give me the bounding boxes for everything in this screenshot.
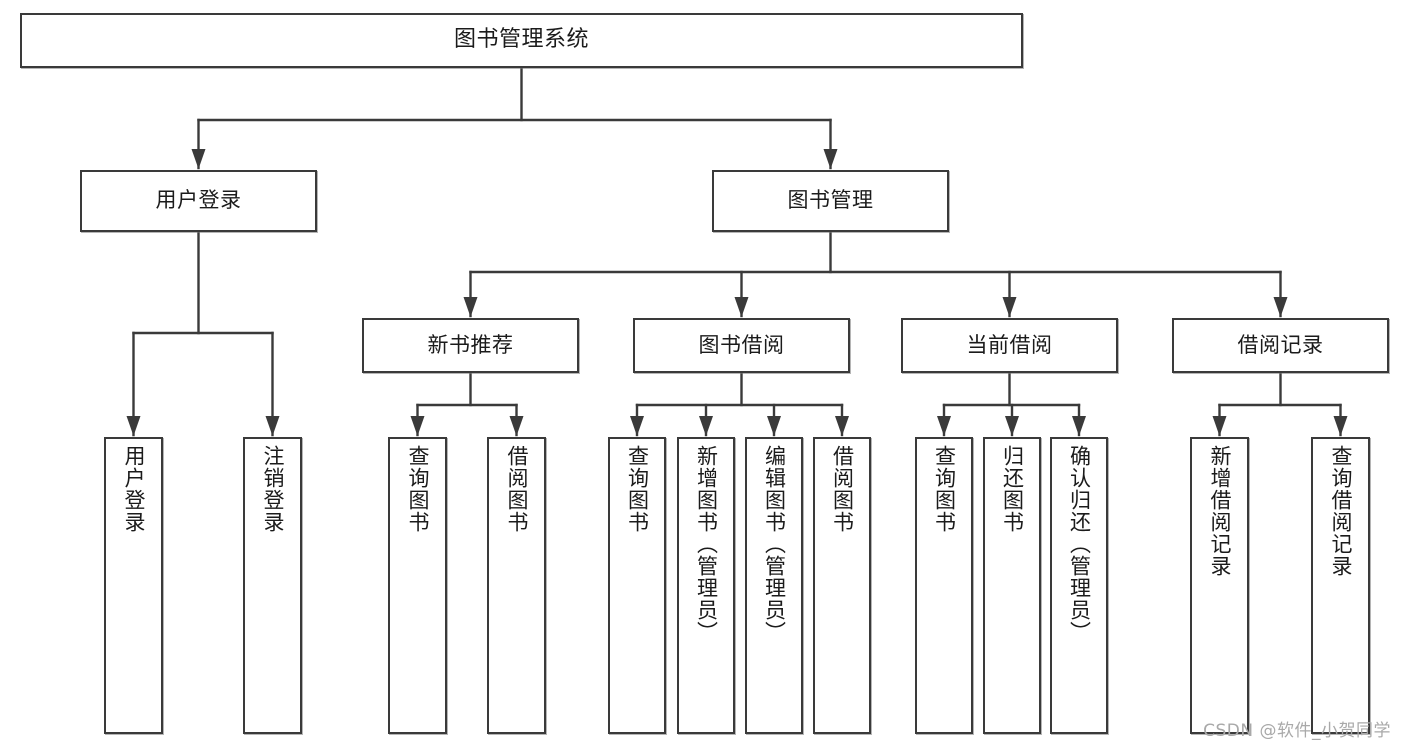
node-leaf-7[interactable]: 借阅图书 bbox=[813, 437, 871, 734]
node-leaf-8[interactable]: 查询图书 bbox=[915, 437, 973, 734]
node-label: 借阅图书 bbox=[830, 445, 855, 533]
node-leaf-11[interactable]: 新增借阅记录 bbox=[1190, 437, 1249, 734]
node-label: 图书管理 bbox=[787, 188, 874, 213]
node-label: 确认归还（管理员） bbox=[1067, 445, 1092, 643]
node-root[interactable]: 图书管理系统 bbox=[20, 13, 1023, 68]
connector-arrow-leaf-9 bbox=[1005, 416, 1019, 436]
node-leaf-12[interactable]: 查询借阅记录 bbox=[1311, 437, 1370, 734]
node-leaf-10[interactable]: 确认归还（管理员） bbox=[1050, 437, 1108, 734]
connector-arrow-leaf-7 bbox=[835, 416, 849, 436]
connector-arrow-leaf-2 bbox=[410, 416, 425, 436]
node-label: 查询图书 bbox=[405, 445, 430, 533]
node-label: 编辑图书（管理员） bbox=[762, 445, 787, 643]
node-leaf-0[interactable]: 用户登录 bbox=[104, 437, 163, 734]
connector-arrow-leaf-5 bbox=[699, 416, 713, 436]
connector-arrow-l2-1 bbox=[823, 149, 838, 169]
node-leaf-3[interactable]: 借阅图书 bbox=[487, 437, 546, 734]
connector-arrow-l3-0 bbox=[463, 297, 478, 317]
connector-arrow-leaf-10 bbox=[1072, 416, 1086, 436]
node-l2-0[interactable]: 用户登录 bbox=[80, 170, 317, 232]
connector-arrow-l3-1 bbox=[734, 297, 749, 317]
node-label: 借阅图书 bbox=[504, 445, 529, 533]
node-l3-0[interactable]: 新书推荐 bbox=[362, 318, 579, 373]
node-label: 归还图书 bbox=[1000, 445, 1025, 533]
watermark-text: CSDN @软件_小贺同学 bbox=[1203, 721, 1391, 741]
connector-arrow-leaf-12 bbox=[1333, 416, 1348, 436]
connector-arrow-l2-0 bbox=[191, 149, 206, 169]
connector-arrow-leaf-1 bbox=[265, 416, 280, 436]
connector-arrow-leaf-8 bbox=[937, 416, 951, 436]
node-leaf-9[interactable]: 归还图书 bbox=[983, 437, 1041, 734]
node-label: 图书管理系统 bbox=[453, 27, 589, 53]
connector-arrow-leaf-11 bbox=[1212, 416, 1227, 436]
node-label: 新增借阅记录 bbox=[1207, 445, 1232, 577]
node-l3-1[interactable]: 图书借阅 bbox=[633, 318, 850, 373]
node-l3-3[interactable]: 借阅记录 bbox=[1172, 318, 1389, 373]
connector-arrow-leaf-3 bbox=[509, 416, 524, 436]
node-leaf-5[interactable]: 新增图书（管理员） bbox=[677, 437, 735, 734]
node-label: 查询图书 bbox=[932, 445, 957, 533]
node-leaf-2[interactable]: 查询图书 bbox=[388, 437, 447, 734]
node-label: 新书推荐 bbox=[427, 332, 514, 357]
connector-arrow-leaf-4 bbox=[630, 416, 644, 436]
node-label: 用户登录 bbox=[121, 445, 146, 533]
node-label: 借阅记录 bbox=[1237, 332, 1324, 357]
node-label: 新增图书（管理员） bbox=[694, 445, 719, 643]
node-label: 用户登录 bbox=[155, 188, 242, 213]
connector-arrow-l3-2 bbox=[1002, 297, 1017, 317]
node-l3-2[interactable]: 当前借阅 bbox=[901, 318, 1118, 373]
node-label: 查询图书 bbox=[625, 445, 650, 533]
node-l2-1[interactable]: 图书管理 bbox=[712, 170, 949, 232]
connector-arrow-leaf-6 bbox=[767, 416, 781, 436]
node-label: 注销登录 bbox=[260, 445, 285, 533]
node-label: 当前借阅 bbox=[966, 332, 1053, 357]
connector-arrow-l3-3 bbox=[1273, 297, 1288, 317]
node-leaf-4[interactable]: 查询图书 bbox=[608, 437, 666, 734]
connector-arrow-leaf-0 bbox=[126, 416, 141, 436]
node-label: 图书借阅 bbox=[698, 332, 785, 357]
node-label: 查询借阅记录 bbox=[1328, 445, 1353, 577]
node-leaf-1[interactable]: 注销登录 bbox=[243, 437, 302, 734]
node-leaf-6[interactable]: 编辑图书（管理员） bbox=[745, 437, 803, 734]
